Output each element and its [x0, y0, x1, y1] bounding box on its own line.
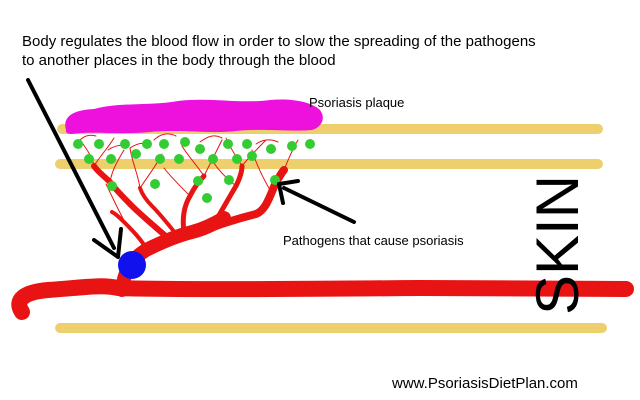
pathogens-label: Pathogens that cause psoriasis	[283, 233, 464, 248]
pathogen	[208, 154, 218, 164]
pathogen-cluster	[73, 137, 315, 203]
pathogen	[120, 139, 130, 149]
vessel-branch-right	[196, 166, 288, 236]
pathogen	[242, 139, 252, 149]
pathogen	[131, 149, 141, 159]
pathogen	[73, 139, 83, 149]
pathogen	[202, 193, 212, 203]
pathogen	[266, 144, 276, 154]
vessel-branch-left	[91, 163, 171, 241]
pathogen	[94, 139, 104, 149]
caption-line-2: to another places in the body through th…	[22, 52, 336, 69]
pathogen	[107, 181, 117, 191]
skin-layers	[55, 124, 607, 333]
main-artery	[11, 278, 634, 320]
pathogen	[223, 139, 233, 149]
pathogen-arrow-shaft	[282, 186, 356, 224]
vessel-branch-mid-2	[138, 186, 178, 236]
pathogen	[224, 175, 234, 185]
pathogen	[305, 139, 315, 149]
skin-label: SKIN	[524, 175, 591, 315]
blood-flow-regulator-node	[118, 251, 146, 279]
caption-arrow-shaft	[26, 78, 116, 250]
pathogen	[232, 154, 242, 164]
pathogen	[150, 179, 160, 189]
caption-line-1: Body regulates the blood flow in order t…	[22, 33, 536, 50]
pathogen	[174, 154, 184, 164]
caption-arrow-head	[92, 227, 123, 259]
pathogen	[142, 139, 152, 149]
pathogen	[193, 176, 203, 186]
psoriasis-plaque	[65, 99, 323, 134]
pathogen	[270, 175, 280, 185]
pathogen	[84, 154, 94, 164]
pathogen	[287, 141, 297, 151]
pathogen	[106, 154, 116, 164]
pathogen-arrow	[277, 179, 356, 224]
site-url[interactable]: www.PsoriasisDietPlan.com	[391, 375, 578, 392]
pathogen	[180, 137, 190, 147]
pathogen	[247, 151, 257, 161]
pathogen	[195, 144, 205, 154]
caption-arrow	[26, 78, 123, 259]
pathogen-arrow-head	[277, 179, 300, 205]
pathogen	[159, 139, 169, 149]
psoriasis-plaque-label: Psoriasis plaque	[309, 95, 404, 110]
pathogen	[155, 154, 165, 164]
